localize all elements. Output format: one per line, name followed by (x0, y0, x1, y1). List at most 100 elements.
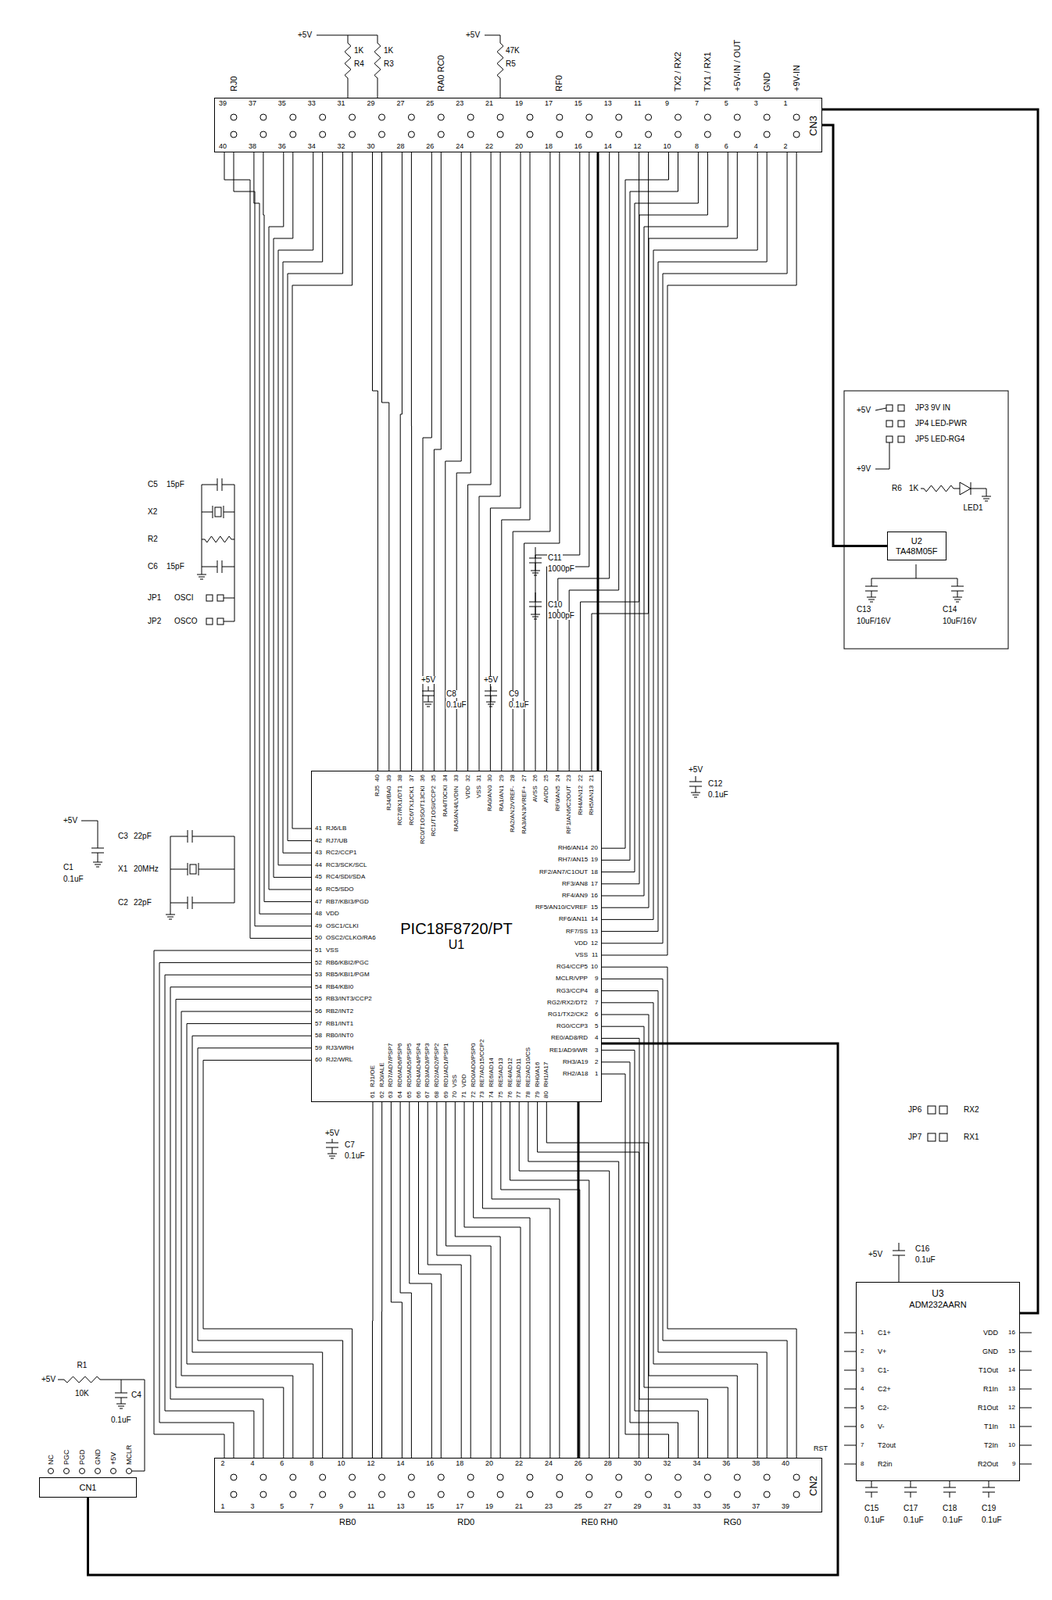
part-value: 47K (504, 46, 521, 55)
pin-pad (675, 1491, 682, 1498)
part-label: C3 (117, 832, 129, 841)
jumper-pin (939, 1105, 948, 1114)
connector-trace (822, 125, 888, 547)
pin-name: VSS (325, 947, 340, 954)
wire-trace (175, 998, 312, 1458)
wire-trace (332, 1138, 333, 1143)
wire-trace (501, 152, 530, 771)
wire-trace (484, 35, 501, 36)
wire-trace (601, 152, 738, 908)
crystal-symbol (187, 862, 189, 876)
wire-trace (546, 152, 589, 771)
pin-name: AVDD (543, 784, 550, 804)
pin-number: 42 (314, 837, 323, 845)
wire-trace (490, 695, 492, 702)
pin-pad (793, 131, 800, 138)
pin-name: RA4/T0CKI (442, 784, 449, 818)
wire-trace (233, 152, 312, 927)
ground-symbol (200, 579, 204, 580)
wire-trace (170, 902, 188, 904)
signal-name: RF0 (554, 74, 564, 93)
ground-symbol (118, 1406, 125, 1407)
pin-name: RJ1/OE (369, 1064, 376, 1088)
pin-name: VDD (465, 784, 472, 800)
pin-pad (407, 1474, 415, 1481)
pin-number: 30 (486, 773, 494, 783)
jumper-label: JP3 9V IN (914, 404, 952, 412)
pin-number: 13 (395, 1502, 405, 1511)
part-name: C17 (902, 1504, 919, 1513)
part-title: CN2 (808, 1475, 820, 1496)
wire-trace (920, 488, 924, 490)
pin-name: RH0/A16 (534, 1061, 541, 1088)
ground-symbol (984, 500, 988, 502)
pin-name: RH7/AN15 (557, 856, 589, 863)
wire-trace (192, 902, 235, 904)
pin-pad (793, 114, 800, 121)
pin-number: 2 (783, 143, 789, 151)
pin-number: 10 (590, 963, 599, 970)
ground-symbol (198, 576, 205, 578)
pin-number: 26 (425, 143, 435, 151)
pin-stub (844, 1426, 856, 1428)
wire-trace (988, 1481, 990, 1488)
part-label: JP1 (146, 593, 162, 602)
pin-pad (230, 1491, 237, 1498)
pin-name: AVSS (532, 784, 539, 803)
ground-symbol (532, 616, 539, 618)
pin-pad (467, 131, 474, 138)
resistor-symbol (64, 1376, 101, 1383)
wire-trace (170, 987, 312, 1458)
pin-number: 74 (488, 1090, 495, 1099)
pin-pad (586, 1491, 593, 1498)
ground-symbol (866, 597, 877, 598)
pin-number: 10 (662, 143, 673, 151)
pin-pad (407, 131, 415, 138)
pin-name: RD4/AD4/PSP4 (415, 1042, 423, 1088)
pin-pad (733, 1491, 741, 1498)
pin-number: 2 (220, 1459, 226, 1468)
pin-name: RD2/AD2/PSP2 (433, 1042, 441, 1088)
part-value: 0.1uF (110, 1416, 133, 1425)
pin-name: RB6/KBI2/PGC (325, 959, 370, 967)
pin-pad (437, 114, 444, 121)
programming-header: CN1 (39, 1477, 137, 1498)
pin-pad (733, 131, 741, 138)
pin-number: 8 (859, 1460, 865, 1468)
pin-pad (793, 1474, 800, 1481)
pin-stub (844, 1463, 856, 1465)
pin-number: 61 (369, 1090, 376, 1099)
pin-pad (497, 1491, 504, 1498)
wire-trace (871, 1481, 873, 1488)
jumper-pin (206, 594, 213, 602)
pin-number: 14 (395, 1459, 405, 1468)
pin-pad (260, 114, 267, 121)
pin-number: 31 (662, 1502, 673, 1511)
pin-number: 29 (498, 773, 505, 783)
pin-pad (407, 114, 415, 121)
pin-number: 33 (307, 100, 317, 108)
pin-number: 33 (691, 1502, 702, 1511)
pin-pad (497, 131, 504, 138)
pin-name: RB2/INT2 (325, 1008, 355, 1015)
jumper-pin (886, 420, 893, 427)
jumper-label: JP5 LED-RG4 (914, 435, 966, 444)
pin-pad (64, 1468, 70, 1475)
signal-name: RJ0 (229, 75, 239, 93)
ground-symbol (196, 574, 207, 576)
pin-number: 15 (573, 100, 584, 108)
led-symbol (959, 482, 971, 495)
ground-symbol (530, 570, 541, 572)
pin-name: RG1/TX2/CK2 (547, 1011, 589, 1018)
pin-number: 18 (590, 869, 599, 876)
pin-name: RF5/AN10/CVREF (534, 904, 589, 911)
pin-name: T1Out (977, 1366, 999, 1375)
pin-number: 28 (603, 1459, 613, 1468)
capacitor-symbol (904, 1487, 917, 1489)
pin-number: 6 (279, 1459, 285, 1468)
pin-number: 14 (590, 916, 599, 923)
ground-symbol (423, 701, 433, 703)
pin-name: PGD (78, 1448, 86, 1466)
pin-number: 37 (751, 1502, 761, 1511)
part-value: 10K (74, 1389, 90, 1398)
